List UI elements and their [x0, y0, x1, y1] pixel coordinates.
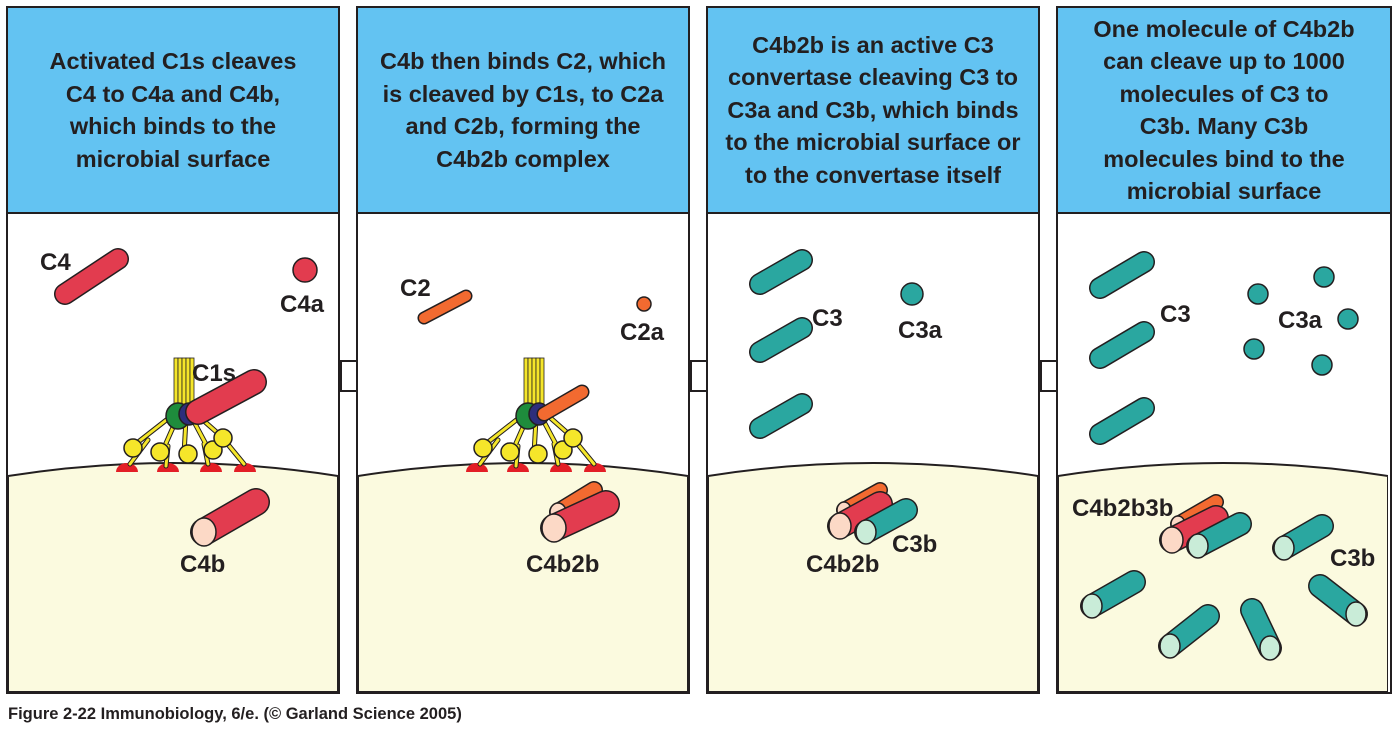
c3a-molecule	[1337, 308, 1359, 330]
panel-2-header-line: is cleaved by C1s, to C2a	[382, 80, 664, 107]
panel-3-header-line: to the convertase itself	[745, 161, 1001, 188]
panel-1-header: Activated C1s cleaves C4 to C4a and C4b,…	[8, 8, 338, 214]
c3-molecule	[749, 249, 813, 295]
panel-3: C4b2b is an active C3 convertase cleavin…	[706, 6, 1040, 694]
panel-2-header-line: C4b then binds C2, which	[380, 48, 666, 74]
label-c2: C2	[400, 275, 431, 302]
label-c3b: C3b	[892, 531, 937, 558]
label-c2a: C2a	[620, 319, 665, 346]
panel-3-header-line: convertase cleaving C3 to	[728, 64, 1018, 91]
figure-caption: Figure 2-22 Immunobiology, 6/e. (© Garla…	[8, 705, 462, 723]
panel-4-header-line: molecules of C3 to	[1119, 80, 1329, 107]
c2a-molecule	[636, 296, 652, 312]
c4a-molecule	[292, 257, 318, 283]
label-c4: C4	[40, 249, 71, 276]
c3-molecule	[1089, 321, 1155, 369]
c3b-molecule	[1308, 574, 1368, 627]
label-c4b2b: C4b2b	[806, 551, 879, 578]
label-c3a: C3a	[1278, 307, 1323, 334]
c3a-molecule	[1243, 338, 1265, 360]
panel-4: One molecule of C4b2b can cleave up to 1…	[1056, 6, 1392, 694]
panel-3-header-line: C3a and C3b, which binds	[727, 96, 1019, 123]
c3a-molecule	[1247, 283, 1269, 305]
panel-4-header-line: molecules bind to the	[1103, 145, 1345, 172]
microbial-surface	[358, 462, 688, 692]
panel-1-header-line: C4 to C4a and C4b,	[65, 80, 281, 107]
panel-3-illustration: C3 C3a C4b2b C3b	[708, 249, 1038, 692]
c3b-molecule	[1272, 514, 1334, 561]
label-c1s: C1s	[192, 360, 236, 387]
panel-1-illustration: C4 C4a C1s C4b	[8, 248, 338, 692]
panel-2-header-line: C4b2b complex	[436, 145, 610, 172]
label-c4b2b3b: C4b2b3b	[1072, 495, 1173, 522]
label-c4b: C4b	[180, 551, 225, 578]
label-c3: C3	[1160, 301, 1191, 328]
c3a-molecule	[900, 282, 924, 306]
c3b-molecule	[1158, 604, 1220, 659]
panel-1-header-line: Activated C1s cleaves	[49, 48, 297, 74]
panel-2-header: C4b then binds C2, which is cleaved by C…	[358, 8, 688, 214]
label-c4b2b: C4b2b	[526, 551, 599, 578]
panel-2-illustration: C2 C2a C4b2b	[358, 275, 688, 692]
panel-4-header-line: One molecule of C4b2b	[1093, 15, 1355, 42]
panel-3-header-line: C4b2b is an active C3	[752, 31, 994, 58]
panel-3-header-line: to the microbial surface or	[725, 129, 1021, 156]
c3-molecule	[749, 317, 813, 363]
panel-1: Activated C1s cleaves C4 to C4a and C4b,…	[6, 6, 340, 694]
panel-4-header-line: C3b. Many C3b	[1139, 113, 1309, 139]
panel-4-header: One molecule of C4b2b can cleave up to 1…	[1058, 8, 1390, 214]
c3a-molecule	[1311, 354, 1333, 376]
label-c3: C3	[812, 305, 843, 332]
c3b-molecule	[1080, 570, 1146, 619]
panel-1-header-line: microbial surface	[75, 145, 271, 172]
panel-2: C4b then binds C2, which is cleaved by C…	[356, 6, 690, 694]
label-c4a: C4a	[280, 291, 325, 318]
microbial-surface	[8, 462, 338, 692]
panel-4-illustration: C3 C3a C4b2b3b C3b	[1058, 251, 1388, 692]
c3a-molecule	[1313, 266, 1335, 288]
c3b-molecule	[1240, 598, 1282, 661]
panel-2-header-line: and C2b, forming the	[405, 113, 641, 139]
antibody-c1-complex	[466, 358, 606, 472]
label-c3b: C3b	[1330, 545, 1375, 572]
panel-1-header-line: which binds to the	[69, 113, 277, 139]
panel-4-header-line: microbial surface	[1126, 178, 1322, 204]
panel-3-header: C4b2b is an active C3 convertase cleavin…	[708, 8, 1038, 214]
panel-4-header-line: can cleave up to 1000	[1103, 48, 1345, 74]
c3-molecule	[1089, 397, 1155, 445]
c3-molecule	[1089, 251, 1155, 299]
c3-molecule	[749, 393, 813, 439]
label-c3a: C3a	[898, 317, 943, 344]
c4b2b3b-complex	[827, 482, 918, 545]
c4b2b3b-complex	[1159, 494, 1252, 559]
